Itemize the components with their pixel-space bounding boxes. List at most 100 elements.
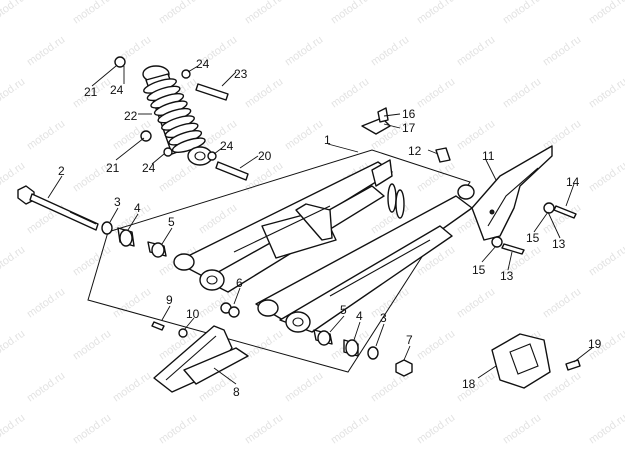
watermark-text: motod.ru: [501, 76, 543, 111]
watermark-text: motod.ru: [71, 0, 113, 26]
callout-2: 2: [58, 164, 65, 178]
callout-5: 5: [168, 215, 175, 229]
watermark-text: motod.ru: [71, 244, 113, 279]
watermark-text: motod.ru: [71, 328, 113, 363]
watermark-text: motod.ru: [369, 34, 411, 69]
callout-22: 22: [124, 109, 138, 123]
watermark-text: motod.ru: [587, 244, 625, 279]
watermark-text: motod.ru: [329, 0, 371, 26]
nut-7: [395, 359, 413, 377]
watermark-text: motod.ru: [329, 76, 371, 111]
watermark-text: motod.ru: [455, 34, 497, 69]
watermark-text: motod.ru: [111, 370, 153, 405]
callout-21: 21: [106, 161, 120, 175]
brake-hose-clamp: [361, 107, 391, 135]
watermark-text: motod.ru: [243, 160, 285, 195]
callout-6: 6: [236, 276, 243, 290]
callout-20: 20: [258, 149, 272, 163]
watermark-text: motod.ru: [455, 286, 497, 321]
chain-protector: [491, 333, 581, 389]
callout-21: 21: [84, 85, 98, 99]
callout-23: 23: [234, 67, 248, 81]
callout-13: 13: [552, 237, 566, 251]
watermark-text: motod.ru: [415, 328, 457, 363]
watermark-text: motod.ru: [243, 412, 285, 447]
chain-slider: [151, 321, 249, 393]
guard-bolts: [491, 202, 577, 255]
callout-24: 24: [110, 83, 124, 97]
watermark-text: motod.ru: [157, 160, 199, 195]
watermark-text: motod.ru: [157, 412, 199, 447]
callout-9: 9: [166, 293, 173, 307]
swingarm-pivot-bolt: [17, 185, 99, 231]
watermark-text: motod.ru: [329, 412, 371, 447]
callout-3: 3: [114, 195, 121, 209]
callout-labels: 1 2 3 3 4 4 5 5 6 7 8 9 10 11 12 13 13 1…: [58, 57, 602, 399]
callout-24: 24: [142, 161, 156, 175]
callout-4: 4: [356, 309, 363, 323]
watermark-text: motod.ru: [415, 160, 457, 195]
watermark-text: motod.ru: [0, 328, 27, 363]
watermark-text: motod.ru: [283, 118, 325, 153]
watermark-text: motod.ru: [587, 412, 625, 447]
watermark-text: motod.ru: [587, 160, 625, 195]
watermark-text: motod.ru: [541, 118, 583, 153]
callout-11: 11: [482, 149, 495, 163]
swingarm: [173, 159, 475, 333]
watermark-text: motod.ru: [541, 286, 583, 321]
watermark-text: motod.ru: [111, 286, 153, 321]
right-bushings: [313, 329, 379, 360]
callout-15: 15: [526, 231, 540, 245]
callout-14: 14: [566, 175, 580, 189]
watermark-text: motod.ru: [25, 370, 67, 405]
shock-absorber: [142, 65, 213, 166]
callout-10: 10: [186, 307, 200, 321]
watermark-text: motod.ru: [157, 0, 199, 26]
watermark-text: motod.ru: [283, 370, 325, 405]
callout-8: 8: [233, 385, 240, 399]
watermark-text: motod.ru: [415, 76, 457, 111]
chain-guard: [471, 145, 553, 241]
shock-bolts: [114, 56, 249, 181]
watermark-text: motod.ru: [587, 0, 625, 26]
clip-12: [435, 147, 451, 163]
callout-18: 18: [462, 377, 476, 391]
watermark-text: motod.ru: [541, 370, 583, 405]
callout-16: 16: [402, 107, 416, 121]
watermark-text: motod.ru: [369, 286, 411, 321]
watermark-text: motod.ru: [0, 244, 27, 279]
callout-17: 17: [402, 121, 416, 135]
watermark-text: motod.ru: [197, 202, 239, 237]
watermark-text: motod.ru: [541, 34, 583, 69]
callout-3: 3: [380, 311, 387, 325]
watermark-text: motod.ru: [283, 34, 325, 69]
watermark-text: motod.ru: [501, 412, 543, 447]
watermark-text: motod.ru: [587, 76, 625, 111]
watermark-text: motod.ru: [415, 412, 457, 447]
watermark-text: motod.ru: [25, 118, 67, 153]
callout-5: 5: [340, 303, 347, 317]
watermark-text: motod.ru: [0, 76, 27, 111]
washers-6: [220, 302, 240, 318]
leader-lines: [47, 65, 593, 385]
watermark-text: motod.ru: [71, 412, 113, 447]
callout-1: 1: [324, 133, 331, 147]
watermark-text: motod.ru: [243, 0, 285, 26]
callout-7: 7: [406, 333, 413, 347]
watermark-text: motod.ru: [25, 34, 67, 69]
watermark-text: motod.ru: [0, 0, 27, 26]
callout-24: 24: [220, 139, 234, 153]
watermark-text: motod.ru: [455, 118, 497, 153]
swingarm-outline-panel: [87, 149, 471, 373]
callout-24: 24: [196, 57, 210, 71]
callout-13: 13: [500, 269, 514, 283]
callout-19: 19: [588, 337, 602, 351]
callout-4: 4: [134, 201, 141, 215]
watermark-text: motod.ru: [243, 76, 285, 111]
callout-15: 15: [472, 263, 486, 277]
watermark-text: motod.ru: [25, 286, 67, 321]
left-bushings: [101, 221, 167, 258]
callout-12: 12: [408, 144, 422, 158]
watermark-text: motod.ru: [501, 0, 543, 26]
